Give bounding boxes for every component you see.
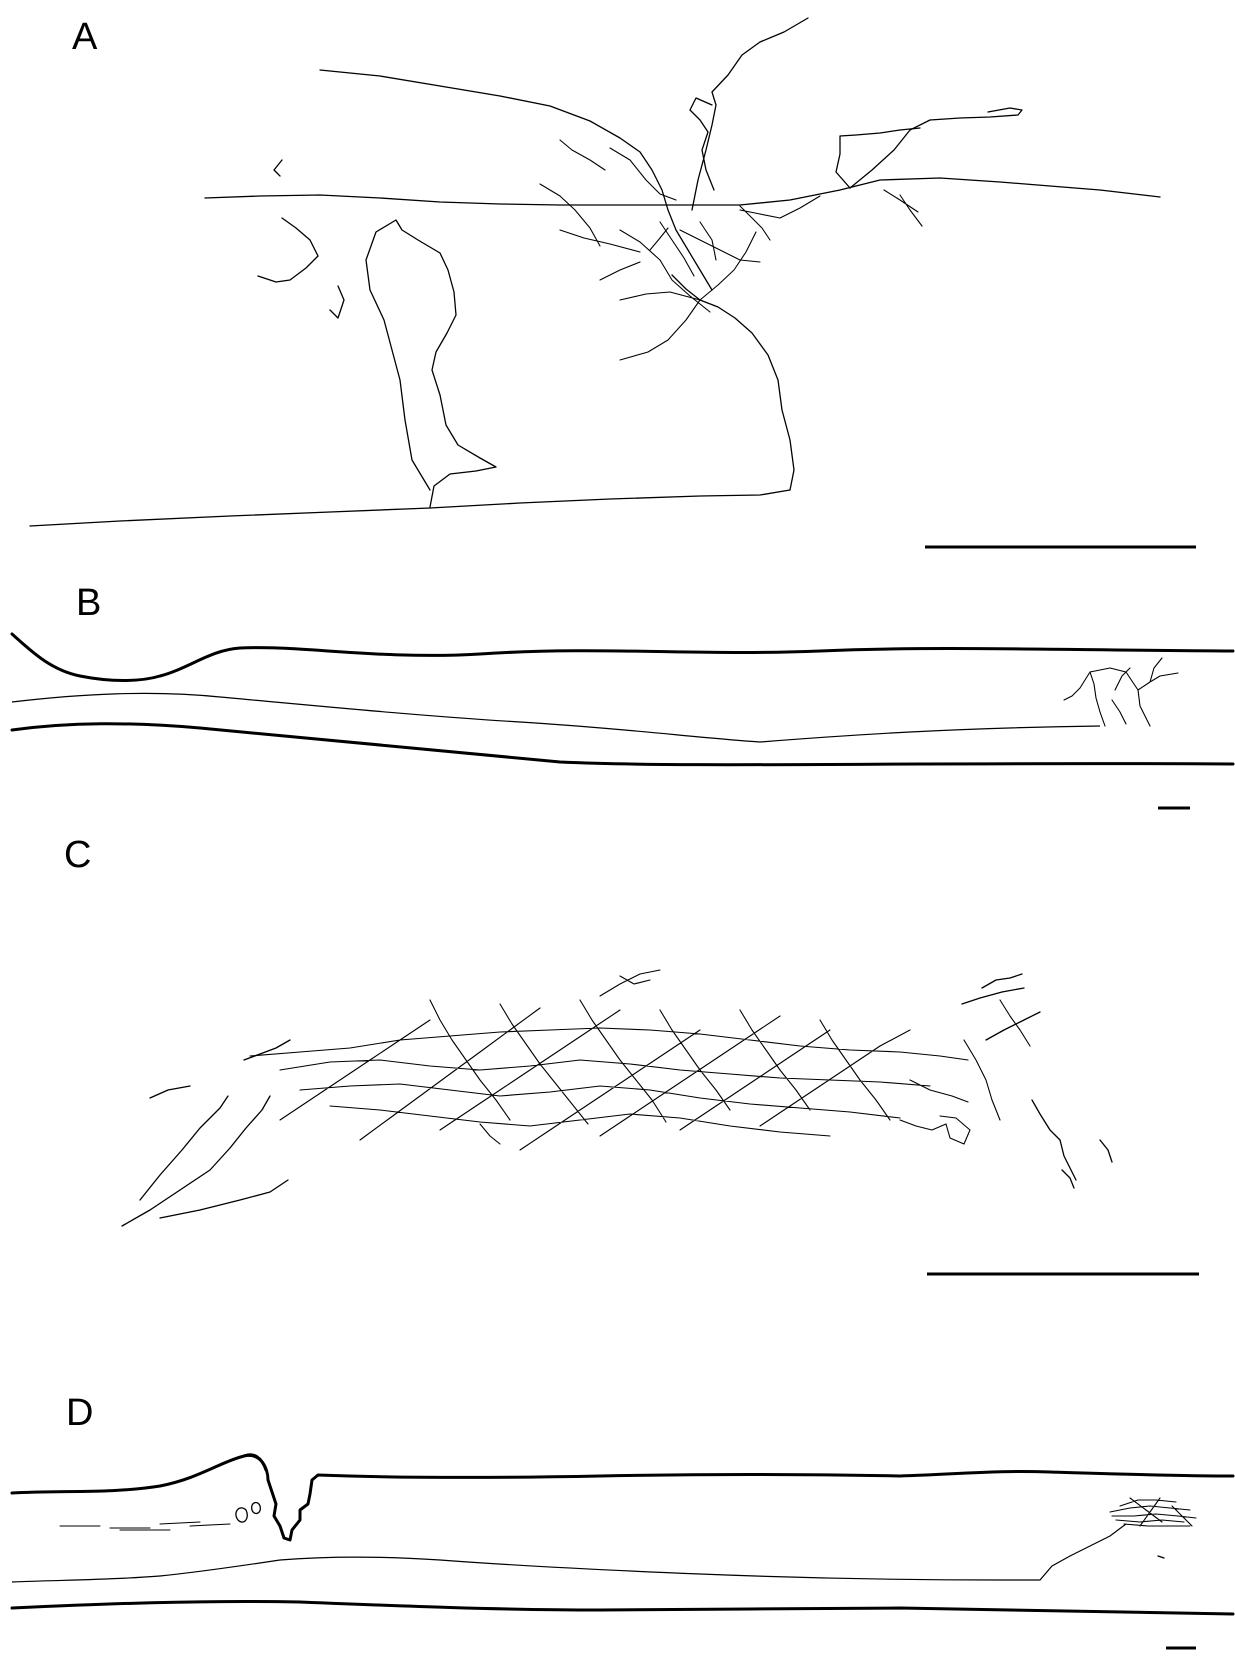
- panel-d-upper-boundary-notch: [244, 1455, 266, 1470]
- panel-a-neuron-tracing: [30, 18, 1160, 526]
- panel-a-left-loop: [366, 220, 496, 507]
- panel-c-top-right-fragment: [982, 974, 1022, 988]
- panel-a-upper-long-branch: [320, 70, 712, 290]
- panel-a-horizontal-branch: [205, 178, 1160, 205]
- panel-d-middle-layer-line: [12, 1524, 1126, 1582]
- panel-a-right-descending-axon: [672, 275, 794, 490]
- panel-c-right-branches: [962, 988, 1112, 1188]
- panel-a-loop-top: [690, 98, 714, 190]
- panel-d-faint-left-fibers: [60, 1522, 230, 1530]
- panel-d-slice-overview: [12, 1455, 1233, 1614]
- panel-d-small-fragment: [1158, 1556, 1164, 1558]
- panel-a-central-arbor: [540, 140, 922, 360]
- panel-b-middle-layer-line: [12, 693, 1100, 742]
- panel-c-left-long-branches: [122, 1040, 290, 1226]
- panel-a-axon-base: [30, 490, 790, 526]
- panel-d-small-loops: [236, 1503, 260, 1523]
- panel-b-upper-boundary: [12, 634, 1233, 681]
- panel-c-neuron-tracing: [122, 970, 1112, 1226]
- panel-c-dense-arbor: [250, 970, 1030, 1150]
- panel-a-right-upper-branch: [850, 108, 1022, 188]
- panel-d-lower-boundary: [12, 1601, 1233, 1614]
- panel-d-upper-boundary: [12, 1455, 1233, 1540]
- panel-d-neuron-cluster: [1110, 1498, 1196, 1526]
- panel-b-slice-overview: [12, 634, 1233, 765]
- panel-a-left-dendrites: [258, 160, 344, 318]
- panel-b-neuron: [1064, 658, 1178, 726]
- panel-a-upper-right-ascending: [692, 18, 808, 210]
